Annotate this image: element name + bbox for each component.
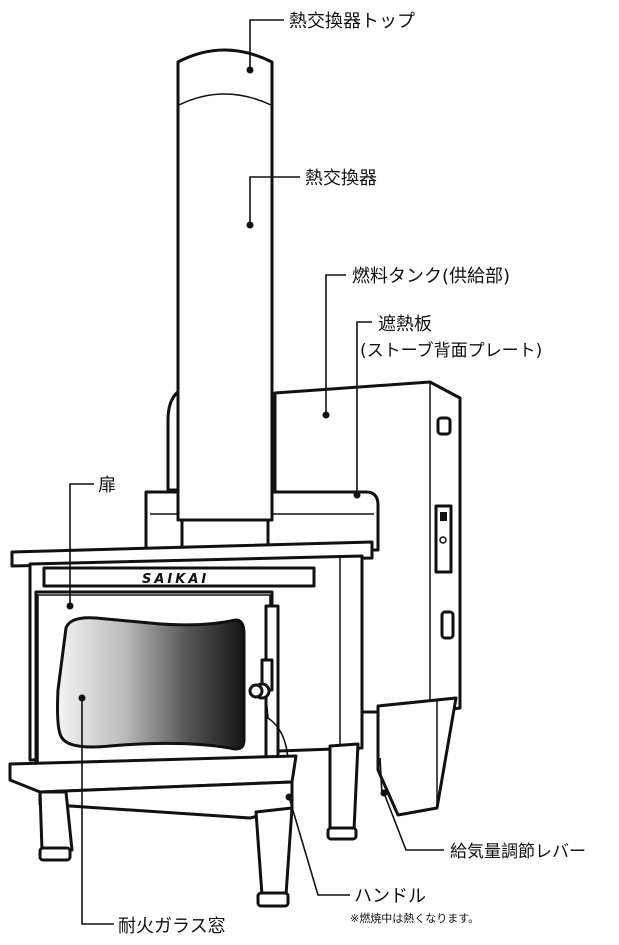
label-air-lever: 給気量調節レバー (450, 842, 586, 862)
label-heat-shield: 遮熱板 (378, 314, 432, 335)
air-control-lever[interactable] (379, 757, 383, 796)
door-handle[interactable] (248, 658, 291, 781)
label-handle: ハンドル (354, 886, 426, 907)
leader-lines (66, 19, 444, 925)
label-heat-exchanger: 熱交換器 (305, 168, 377, 189)
label-handle-note: ※燃焼中は熱くなります。 (350, 911, 479, 925)
label-heat-shield-sub: (ストーブ背面プレート) (360, 340, 542, 361)
label-door: 扉 (98, 475, 116, 496)
brand-logo: SAIKAI (142, 572, 209, 587)
air-intake-funnel (376, 696, 458, 817)
stove-legs (38, 742, 360, 908)
label-fuel-tank: 燃料タンク(供給部) (352, 266, 510, 287)
label-heat-exchanger-top: 熱交換器トップ (289, 11, 415, 32)
glass-window (56, 616, 246, 751)
heat-exchanger-pipe (176, 48, 274, 522)
label-glass-window: 耐火ガラス窓 (118, 916, 226, 937)
